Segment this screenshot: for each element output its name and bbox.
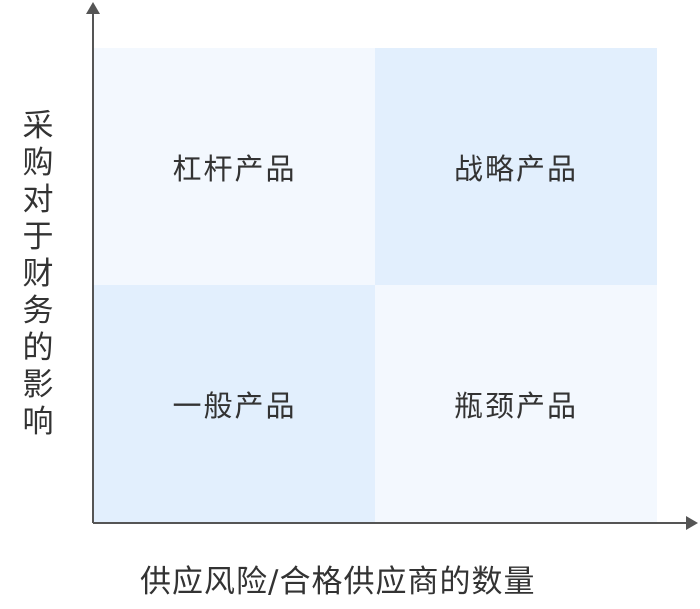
x-axis-label: 供应风险/合格供应商的数量 xyxy=(140,564,536,600)
quadrant-label: 瓶颈产品 xyxy=(453,388,578,423)
quadrant-bottleneck-products: 瓶颈产品 xyxy=(375,285,657,522)
quadrant-general-products: 一般产品 xyxy=(94,285,375,522)
y-axis-arrow-icon xyxy=(86,2,100,14)
y-axis-label: 采购对于财务的影响 xyxy=(22,108,54,440)
quadrant-label: 一般产品 xyxy=(172,388,297,423)
quadrant-leverage-products: 杠杆产品 xyxy=(94,48,375,285)
quadrant-label: 战略产品 xyxy=(453,151,578,186)
quadrant-label: 杠杆产品 xyxy=(172,151,297,186)
quadrant-strategic-products: 战略产品 xyxy=(375,48,657,285)
x-axis-arrow-icon xyxy=(686,516,698,530)
